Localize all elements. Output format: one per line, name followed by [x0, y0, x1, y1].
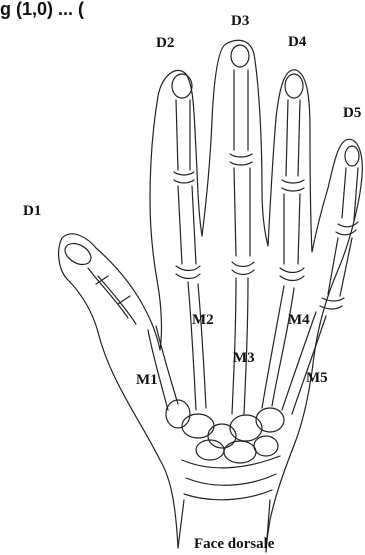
label-m2: M2 — [192, 313, 214, 328]
label-d2: D2 — [156, 36, 174, 51]
label-m4: M4 — [288, 313, 310, 328]
label-m3: M3 — [233, 351, 255, 366]
view-caption: Face dorsale — [194, 537, 274, 552]
label-d4: D4 — [288, 35, 306, 50]
label-d3: D3 — [231, 14, 249, 29]
label-m5: M5 — [306, 371, 328, 386]
label-d1: D1 — [23, 204, 41, 219]
label-d5: D5 — [343, 106, 361, 121]
label-m1: M1 — [136, 373, 158, 388]
